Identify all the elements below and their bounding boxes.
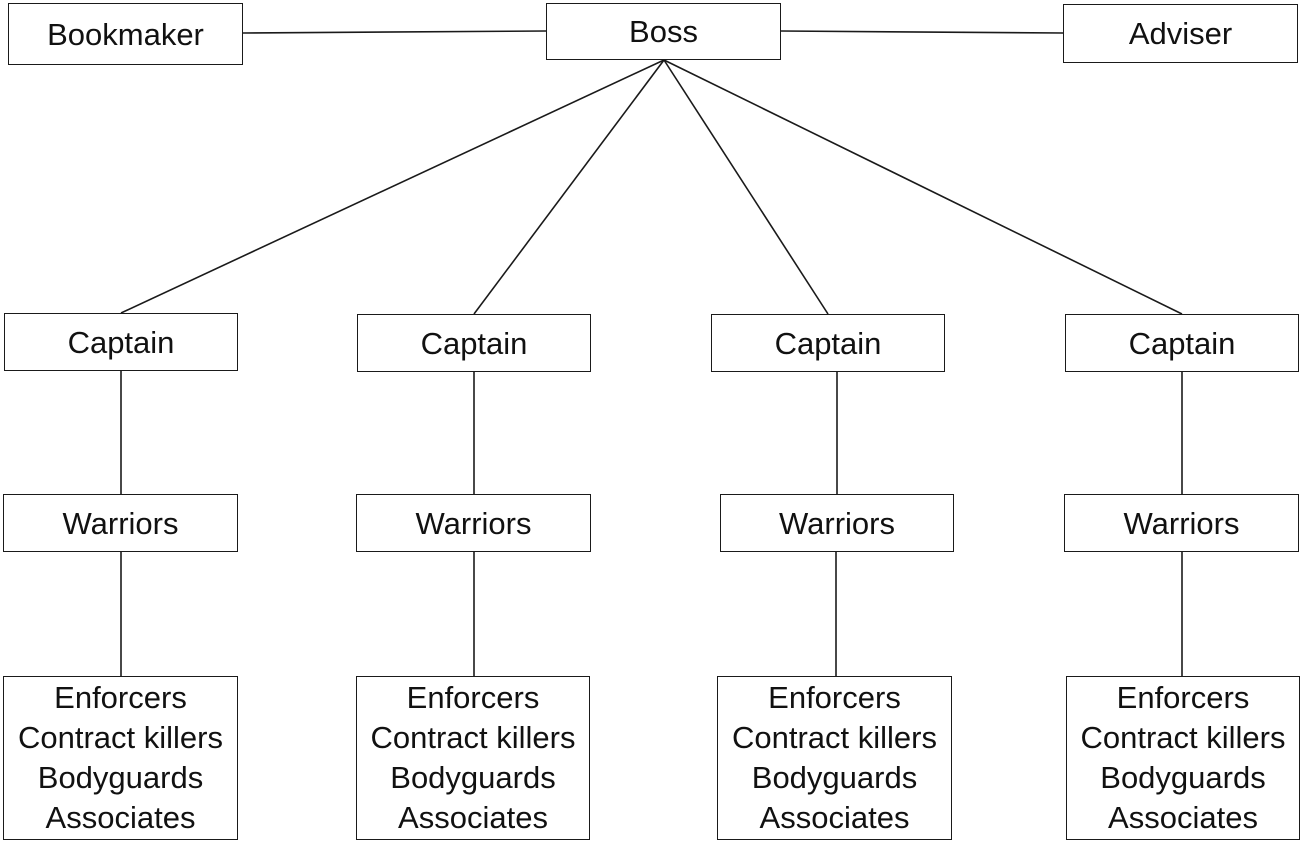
connector-boss-adviser: [780, 30, 1064, 34]
members-box-1: Enforcers Contract killers Bodyguards As…: [3, 676, 238, 840]
captain-label: Captain: [67, 324, 175, 360]
connector-boss-captain-1: [120, 59, 665, 314]
warriors-label: Warriors: [779, 505, 895, 541]
member-bodyguards: Bodyguards: [751, 760, 918, 795]
member-bodyguards: Bodyguards: [1100, 760, 1266, 795]
member-contract-killers: Contract killers: [370, 720, 576, 755]
connector-boss-captain-3: [663, 59, 829, 315]
connector-boss-bookmaker: [242, 30, 547, 34]
member-enforcers: Enforcers: [768, 680, 901, 715]
warriors-box-4: Warriors: [1064, 494, 1299, 552]
adviser-box: Adviser: [1063, 4, 1298, 63]
warriors-box-1: Warriors: [3, 494, 238, 552]
member-associates: Associates: [1108, 800, 1258, 835]
captain-box-2: Captain: [357, 314, 591, 372]
captain-label: Captain: [774, 325, 882, 361]
warriors-label: Warriors: [62, 505, 179, 541]
bookmaker-box: Bookmaker: [8, 3, 243, 65]
members-box-2: Enforcers Contract killers Bodyguards As…: [356, 676, 590, 840]
captain-label: Captain: [420, 325, 528, 361]
captain-box-3: Captain: [711, 314, 945, 372]
members-box-4: Enforcers Contract killers Bodyguards As…: [1066, 676, 1300, 840]
member-enforcers: Enforcers: [54, 680, 187, 715]
members-box-3: Enforcers Contract killers Bodyguards As…: [717, 676, 952, 840]
captain-label: Captain: [1128, 325, 1236, 361]
connector-boss-captain-2: [473, 59, 665, 315]
captain-box-4: Captain: [1065, 314, 1299, 372]
member-contract-killers: Contract killers: [732, 720, 937, 755]
member-contract-killers: Contract killers: [18, 720, 223, 755]
warriors-box-2: Warriors: [356, 494, 591, 552]
member-associates: Associates: [759, 800, 910, 835]
boss-box: Boss: [546, 3, 781, 60]
captain-box-1: Captain: [4, 313, 238, 371]
connector-boss-captain-4: [663, 59, 1183, 315]
warriors-label: Warriors: [415, 505, 532, 541]
member-associates: Associates: [45, 800, 196, 835]
member-enforcers: Enforcers: [406, 680, 540, 715]
warriors-label: Warriors: [1123, 505, 1240, 541]
member-bodyguards: Bodyguards: [390, 760, 556, 795]
member-contract-killers: Contract killers: [1080, 720, 1286, 755]
member-enforcers: Enforcers: [1116, 680, 1250, 715]
warriors-box-3: Warriors: [720, 494, 954, 552]
member-associates: Associates: [398, 800, 548, 835]
member-bodyguards: Bodyguards: [37, 760, 204, 795]
boss-label: Boss: [629, 14, 698, 49]
bookmaker-label: Bookmaker: [47, 16, 204, 52]
adviser-label: Adviser: [1128, 16, 1233, 51]
